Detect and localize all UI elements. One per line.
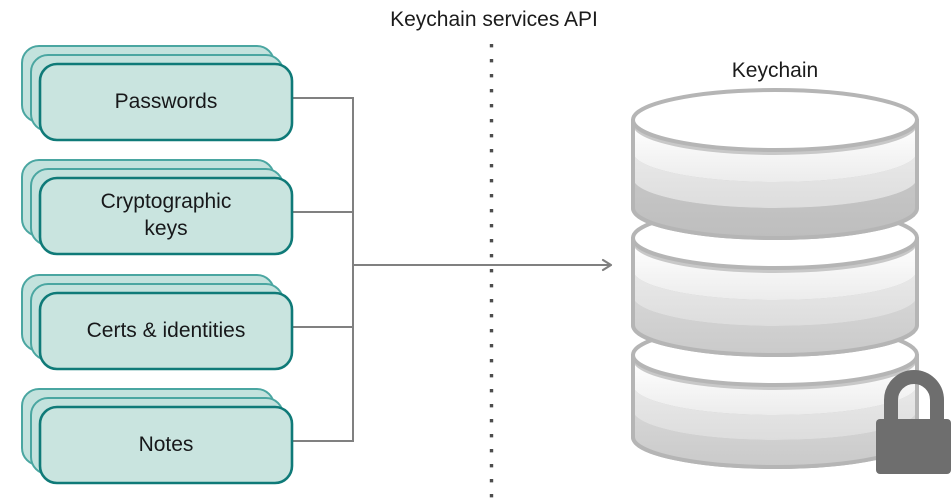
diagram-title: Keychain services API bbox=[390, 8, 598, 31]
card-label-passwords: Passwords bbox=[115, 90, 218, 113]
lock-icon bbox=[876, 370, 951, 474]
card-front[interactable] bbox=[38, 176, 294, 256]
card-front[interactable] bbox=[38, 62, 294, 142]
connector-lines bbox=[290, 97, 354, 442]
card-front[interactable] bbox=[38, 291, 294, 371]
card-label-certs-and-identities: Certs & identities bbox=[87, 319, 246, 342]
store-tier-top bbox=[631, 88, 919, 240]
store-label: Keychain bbox=[732, 59, 818, 82]
card-stack-notes[interactable]: Notes bbox=[21, 388, 294, 485]
card-front[interactable] bbox=[38, 405, 294, 485]
card-stack-passwords[interactable]: Passwords bbox=[21, 45, 294, 142]
card-label-cryptographic-keys-line-2: keys bbox=[144, 217, 187, 240]
card-label-cryptographic-keys-line-1: Cryptographic bbox=[101, 190, 232, 213]
keychain-store[interactable] bbox=[631, 88, 951, 474]
card-stack-certs-and-identities[interactable]: Certs & identities bbox=[21, 274, 294, 371]
card-label-notes: Notes bbox=[139, 433, 194, 456]
card-stack-cryptographic-keys[interactable]: Cryptographic keys bbox=[21, 159, 294, 256]
